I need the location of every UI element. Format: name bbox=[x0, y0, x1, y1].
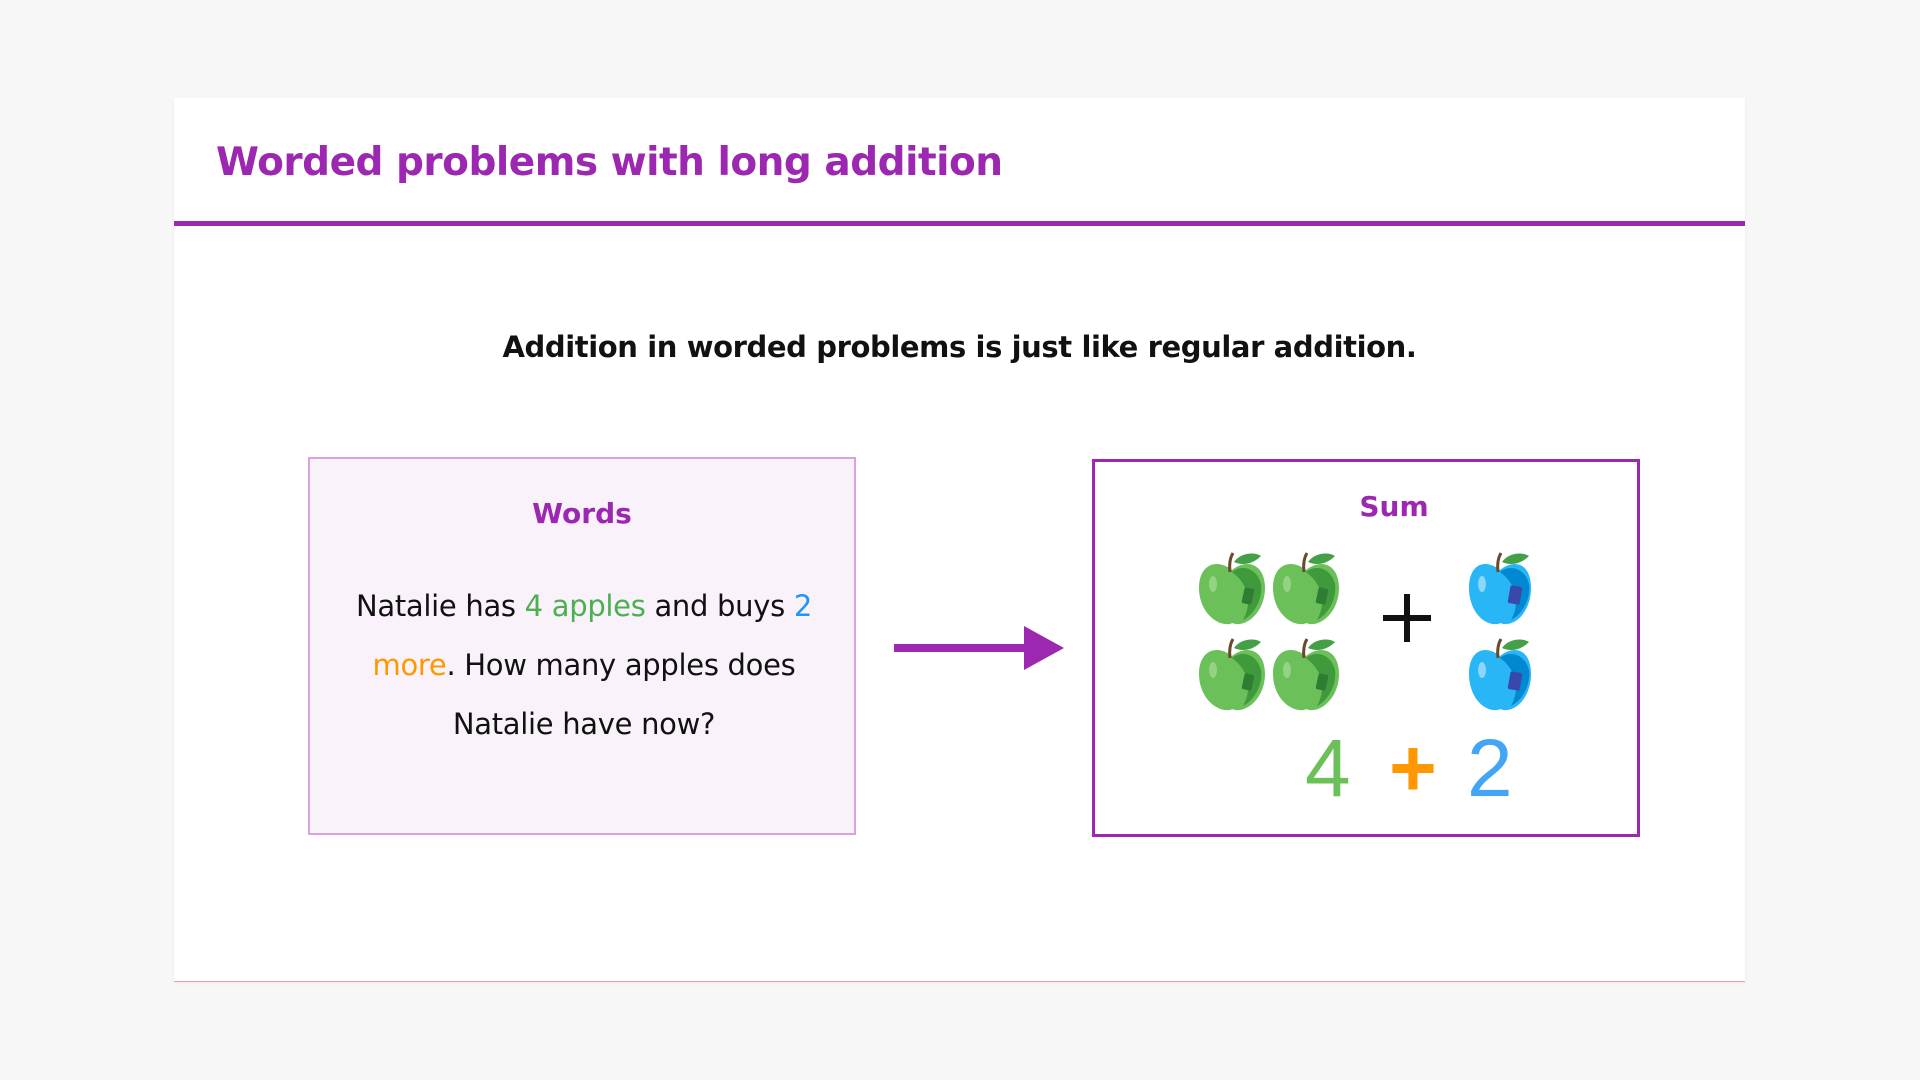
problem-highlight-apples: 4 apples bbox=[524, 589, 646, 623]
slide-subtitle: Addition in worded problems is just like… bbox=[502, 330, 1417, 364]
slide-header: Worded problems with long addition bbox=[174, 98, 1745, 226]
problem-text-part2: and buys bbox=[645, 589, 794, 623]
right-arrow-icon bbox=[894, 626, 1064, 670]
green-apple-icon bbox=[1199, 552, 1265, 625]
problem-highlight-more: more bbox=[372, 648, 447, 682]
green-apple-icon bbox=[1273, 552, 1339, 625]
blue-apple-icon bbox=[1469, 552, 1531, 625]
green-apple-icon bbox=[1199, 638, 1265, 711]
equation-right-number: 2 bbox=[1467, 723, 1513, 814]
problem-text-part3: . How many apples does Natalie have now? bbox=[446, 648, 796, 741]
equation-left-number: 4 bbox=[1305, 723, 1351, 814]
slide: Worded problems with long addition Addit… bbox=[174, 98, 1745, 982]
blue-apple-icon bbox=[1469, 638, 1531, 711]
equation-operator: + bbox=[1389, 723, 1437, 814]
green-apple-icon bbox=[1273, 638, 1339, 711]
word-problem-text: Natalie has 4 apples and buys 2 more. Ho… bbox=[350, 577, 818, 754]
words-panel: Words Natalie has 4 apples and buys 2 mo… bbox=[308, 457, 856, 835]
slide-title: Worded problems with long addition bbox=[216, 140, 1003, 185]
words-heading: Words bbox=[532, 497, 632, 530]
plus-icon bbox=[1383, 594, 1431, 642]
problem-text-part1: Natalie has bbox=[356, 589, 525, 623]
sum-heading: Sum bbox=[1359, 490, 1429, 523]
problem-highlight-two: 2 bbox=[793, 589, 812, 623]
sum-panel: Sum bbox=[1092, 459, 1640, 837]
